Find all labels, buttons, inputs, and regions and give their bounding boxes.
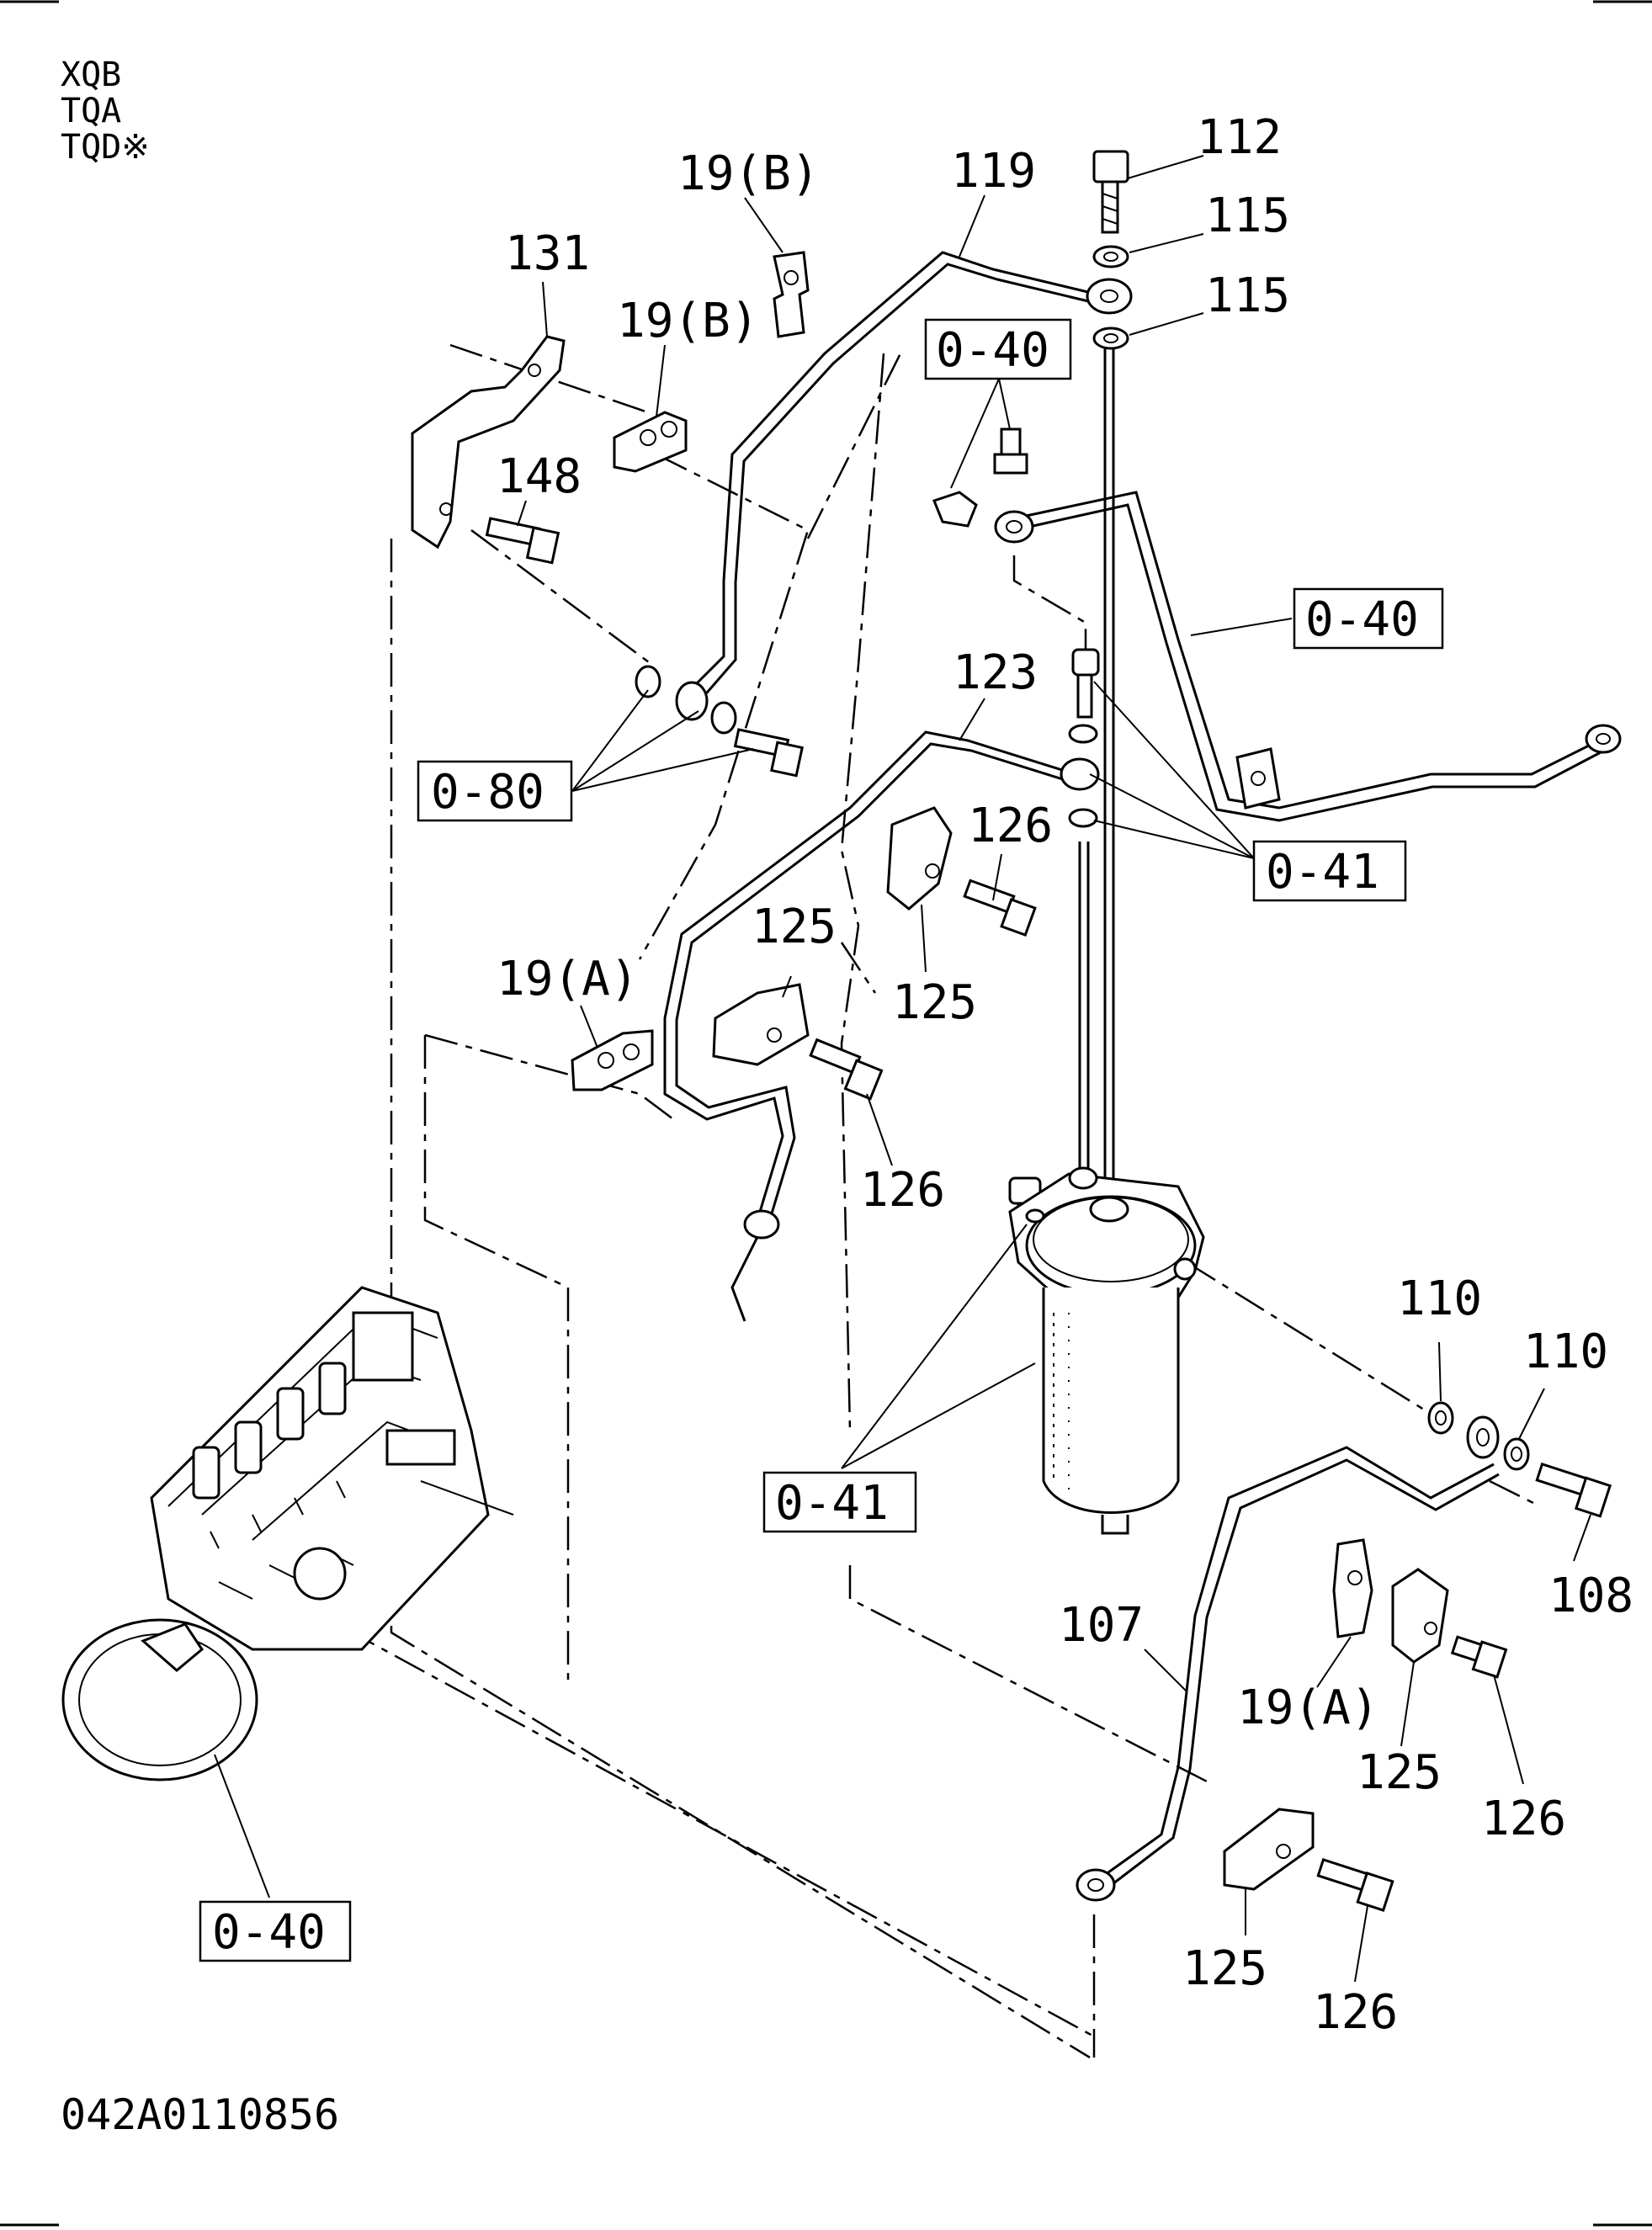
callout-119: 119	[951, 144, 1036, 199]
callout-110b: 110	[1523, 1325, 1608, 1379]
pipe-119	[688, 251, 1103, 699]
fitting-group-0-40-top	[932, 427, 1034, 544]
callout-108: 108	[1548, 1569, 1633, 1623]
bolt-126-top	[963, 879, 1037, 937]
eye-fitting-107-lower	[1076, 1868, 1116, 1902]
ref-box-0-40-top: 0-40	[924, 318, 1072, 380]
washer-115b	[1092, 327, 1129, 350]
bolt-126-bottom	[1316, 1857, 1394, 1912]
callout-126-bottom: 126	[1313, 1985, 1398, 2040]
eye-fitting-107	[1466, 1415, 1500, 1459]
ref-label-0-40-right: 0-40	[1305, 592, 1419, 647]
callout-112: 112	[1197, 110, 1282, 165]
model-code-1: XQB	[61, 56, 121, 94]
banjo-bolt-108	[1535, 1462, 1612, 1518]
fitting-group-0-41-top	[1060, 648, 1100, 828]
model-code-3: TQD※	[61, 128, 150, 167]
callout-labels: 112 115 115 119 19(B) 19(B) 131 148 123 …	[497, 110, 1633, 2040]
clamp-19b-top	[773, 251, 810, 338]
clamp-feed-right	[1235, 747, 1281, 810]
callout-125-mid: 125	[752, 900, 837, 954]
clamp-125-mid	[712, 983, 810, 1066]
ref-box-0-41-mid: 0-41	[762, 1471, 917, 1533]
callout-19b-mid: 19(B)	[617, 294, 759, 348]
ref-box-0-41-right: 0-41	[1252, 840, 1407, 902]
washer-110a	[1427, 1401, 1454, 1435]
ref-label-0-41-mid: 0-41	[775, 1476, 889, 1531]
clamp-19a-right	[1332, 1538, 1373, 1638]
fuel-filter	[1008, 1166, 1205, 1535]
bolt-126-right	[1450, 1635, 1508, 1679]
callout-125-right: 125	[1357, 1745, 1442, 1800]
eye-fitting-119	[1086, 278, 1133, 315]
washer-110b	[1503, 1437, 1530, 1471]
callout-148: 148	[497, 449, 582, 504]
ref-box-0-40-bottom: 0-40	[199, 1900, 352, 1962]
clamp-19a-left	[571, 1029, 654, 1091]
callout-126-mid: 126	[860, 1163, 945, 1218]
drawing-number: 042A0110856	[61, 2090, 339, 2139]
model-code-2: TQA	[61, 92, 121, 130]
callout-125-top: 125	[892, 975, 977, 1030]
callout-19a-left: 19(A)	[497, 952, 639, 1006]
pipe-107	[1102, 1446, 1500, 1888]
clamp-125-top	[886, 806, 953, 911]
callout-115b: 115	[1205, 268, 1290, 323]
ref-label-0-40-bottom: 0-40	[212, 1905, 326, 1960]
clamp-125-bottom	[1223, 1808, 1315, 1891]
callout-115a: 115	[1205, 188, 1290, 243]
callout-19a-right: 19(A)	[1237, 1680, 1379, 1735]
callout-125-bottom: 125	[1182, 1941, 1267, 1996]
clamp-19b-mid	[613, 411, 688, 473]
assembly-leaders	[243, 343, 1541, 2059]
ref-box-0-80: 0-80	[417, 760, 573, 822]
bolt-126-mid	[809, 1038, 884, 1101]
callout-126-right: 126	[1481, 1792, 1566, 1846]
callout-107: 107	[1059, 1598, 1144, 1653]
model-codes: XQB TQA TQD※	[61, 56, 150, 167]
clamp-125-right	[1391, 1568, 1449, 1664]
ref-label-0-80: 0-80	[431, 765, 544, 820]
callout-131: 131	[505, 226, 590, 281]
ref-label-0-40-top: 0-40	[936, 323, 1049, 378]
callout-110a: 110	[1397, 1272, 1482, 1326]
banjo-bolt-112	[1092, 150, 1129, 234]
injection-pump	[61, 1286, 514, 1781]
callout-123: 123	[953, 645, 1038, 700]
ref-label-0-41-right: 0-41	[1266, 845, 1379, 900]
washer-115a	[1092, 245, 1129, 268]
callout-leaders	[214, 155, 1591, 1983]
reference-boxes: 0-40 0-40 0-80 0-41 0-41 0-40	[199, 318, 1444, 1962]
ref-box-0-40-right: 0-40	[1293, 587, 1444, 650]
fitting-group-0-80	[635, 665, 804, 778]
filter-rods	[1078, 337, 1115, 1187]
callout-126-top: 126	[968, 799, 1053, 853]
pipe-123	[663, 730, 1080, 1223]
callout-19b-top: 19(B)	[677, 146, 820, 201]
bolt-148	[485, 517, 560, 565]
fitting-123-lower	[730, 1209, 780, 1322]
eye-fitting-feed-right	[1585, 724, 1622, 754]
bracket-131	[411, 335, 566, 550]
